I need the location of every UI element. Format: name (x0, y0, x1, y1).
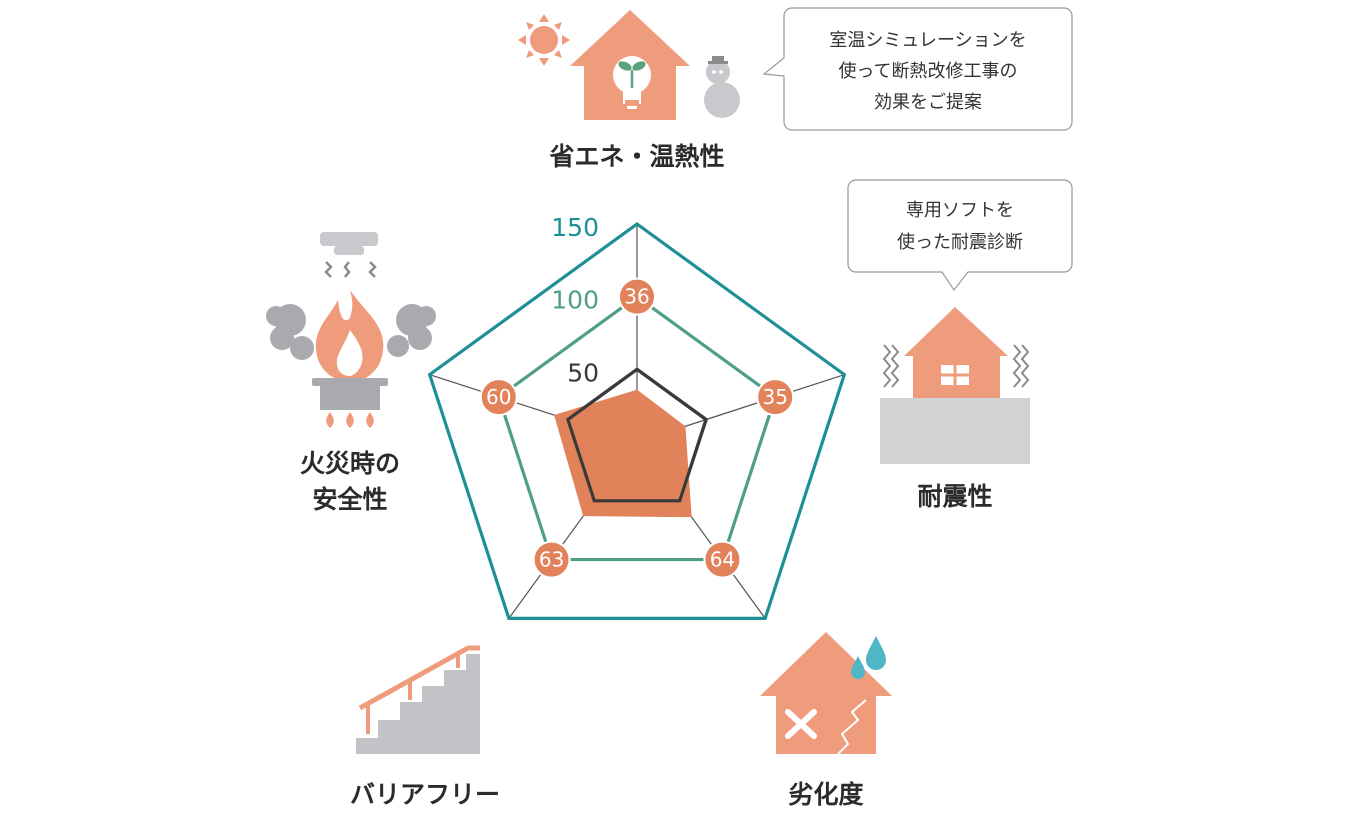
category-label-thermal: 省エネ・温熱性 (548, 142, 724, 171)
radar-ring-150 (427, 222, 847, 620)
callout-thermal-line-3: 効果をご提案 (874, 92, 982, 113)
score-badge-value: 60 (486, 385, 511, 409)
sun-icon (518, 14, 570, 66)
callout-thermal-line-2: 使って断熱改修工事の (838, 61, 1017, 82)
score-badge-circle (479, 378, 518, 417)
tick-label-50: 50 (567, 358, 599, 387)
callout-seismic-line-1: 専用ソフトを (906, 200, 1014, 221)
snowman-icon (704, 56, 740, 118)
category-label-fire-safety-line-1: 火災時の (300, 449, 400, 478)
tick-label-150: 150 (551, 213, 599, 242)
score-badge: 36 (618, 277, 656, 316)
score-badge-circle (532, 540, 571, 579)
fire-pot-icon (266, 290, 436, 428)
callout-thermal-line-1: 室温シミュレーションを (829, 30, 1026, 51)
score-badge-circle (703, 540, 742, 579)
category-label-deterioration: 劣化度 (788, 780, 863, 809)
water-drop-icon (851, 636, 886, 679)
radar-ring-50-overlay (566, 367, 708, 503)
callout-thermal: 室温シミュレーションを 使って断熱改修工事の 効果をご提案 (762, 7, 1073, 131)
category-label-seismic: 耐震性 (917, 482, 992, 511)
radar-ring-100 (496, 294, 778, 562)
score-badge: 35 (756, 378, 795, 417)
category-label-barrier-free: バリアフリー (350, 780, 500, 809)
stairs-icon (356, 645, 480, 754)
category-labels: 省エネ・温熱性 耐震性 劣化度 バリアフリー 火災時の 安全性 (300, 142, 993, 809)
score-badge-value: 63 (539, 548, 564, 572)
radar-chart: 150 100 50 36 35 64 63 60 (427, 213, 847, 620)
score-badge-circle (618, 277, 656, 316)
eco-house-icon (570, 10, 690, 120)
damaged-house-icon (760, 632, 892, 755)
score-badge: 63 (532, 540, 571, 579)
category-label-fire-safety-line-2: 安全性 (312, 485, 387, 514)
score-badge-value: 36 (624, 285, 649, 309)
smoke-detector-icon (320, 232, 378, 278)
score-badge: 60 (479, 378, 518, 417)
score-badge: 64 (703, 540, 742, 579)
seismic-house-icon (880, 307, 1030, 464)
score-badge-value: 64 (710, 548, 735, 572)
score-badge-circle (756, 378, 795, 417)
callout-seismic-line-2: 使った耐震診断 (897, 232, 1023, 253)
tick-label-100: 100 (551, 286, 599, 315)
score-badge-value: 35 (762, 385, 787, 409)
callout-seismic: 専用ソフトを 使った耐震診断 (847, 179, 1073, 292)
radar-area (554, 389, 692, 518)
